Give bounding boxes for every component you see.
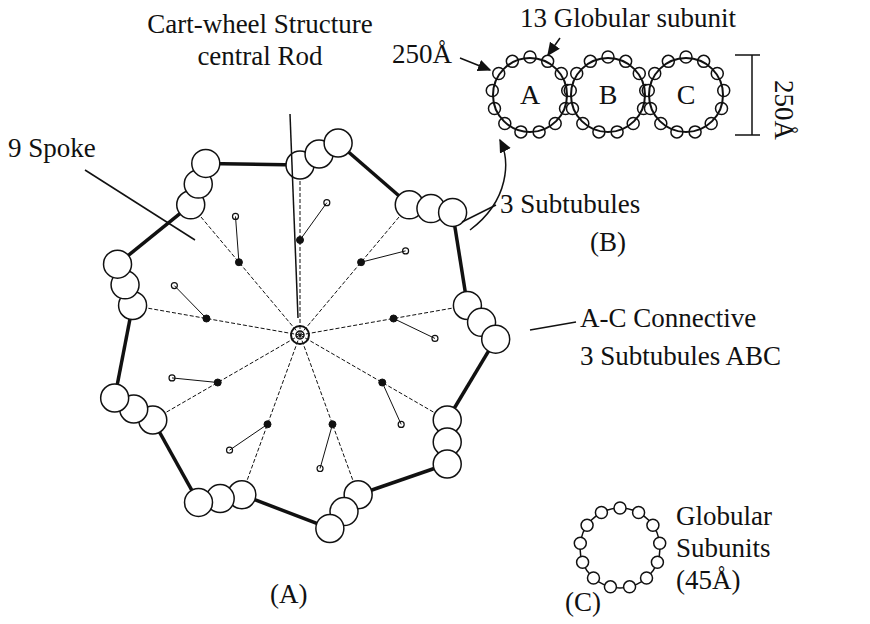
subtubule-letter: B xyxy=(599,80,618,110)
globular-subunit xyxy=(698,55,710,67)
subtubule xyxy=(482,325,510,353)
part-label: 13 Globular subunit xyxy=(520,2,736,34)
globular-subunit xyxy=(711,67,723,79)
part-label: A-C Connective xyxy=(580,302,756,334)
globular-subunit xyxy=(627,117,639,129)
part-label: 9 Spoke xyxy=(8,132,96,164)
spoke xyxy=(172,378,218,383)
spoke xyxy=(133,305,300,335)
spoke xyxy=(300,305,467,335)
spoke xyxy=(191,205,300,335)
spoke xyxy=(230,424,268,450)
globular-subunit xyxy=(641,572,653,584)
figure-label: (B) xyxy=(590,226,626,258)
subtubule xyxy=(433,450,461,478)
subtubule xyxy=(192,149,220,177)
globular-subunit xyxy=(620,55,632,67)
figure-label: (C) xyxy=(565,586,601,618)
subtubule-circle: C xyxy=(648,57,724,133)
globular-subunit xyxy=(574,537,586,549)
globular-subunit xyxy=(633,67,645,79)
globular-subunit xyxy=(555,67,567,79)
figure-label: (A) xyxy=(270,578,307,610)
spoke xyxy=(300,335,447,420)
globular-subunit xyxy=(581,519,593,531)
globular-subunit xyxy=(649,67,661,79)
globular-subunit xyxy=(604,581,616,593)
spoke xyxy=(394,319,435,339)
spoke xyxy=(320,424,332,468)
globular-subunit xyxy=(566,102,578,114)
globular-subunit xyxy=(716,102,728,114)
spoke xyxy=(235,216,238,262)
subtubule-circle: A xyxy=(492,57,568,133)
globular-subunit xyxy=(655,117,667,129)
title-label: Cart-wheel Structure central Rod xyxy=(140,8,380,72)
spoke xyxy=(174,286,206,319)
globular-subunit xyxy=(633,507,645,519)
globular-subunit xyxy=(577,556,589,568)
subtubule-letter: C xyxy=(677,80,696,110)
subtubule-circle: B xyxy=(570,57,646,133)
subtubule xyxy=(104,250,132,278)
globular-subunit xyxy=(499,117,511,129)
globular-subunit xyxy=(654,537,666,549)
subtubule-letter: A xyxy=(520,80,540,110)
globular-subunit xyxy=(571,67,583,79)
subtubule xyxy=(101,384,129,412)
dimension: 250Å xyxy=(392,38,452,70)
globular-subunit xyxy=(651,556,663,568)
globular-subunit xyxy=(614,502,626,514)
spoke xyxy=(300,203,327,240)
globular-subunit xyxy=(549,117,561,129)
globular-subunit xyxy=(595,507,607,519)
spoke xyxy=(382,383,401,425)
globular-subunit xyxy=(662,55,674,67)
subtubule xyxy=(324,129,352,157)
spoke xyxy=(153,335,300,420)
globular-subunit xyxy=(705,117,717,129)
globular-subunit xyxy=(644,102,656,114)
subtubule xyxy=(185,488,213,516)
globular-subunit xyxy=(647,519,659,531)
globular-subunit xyxy=(493,67,505,79)
globular-subunit xyxy=(584,55,596,67)
globular-subunit xyxy=(624,581,636,593)
globular-subunit xyxy=(577,117,589,129)
spoke xyxy=(361,251,406,262)
globular-subunit xyxy=(587,572,599,584)
globular-subunit xyxy=(506,55,518,67)
part-label: 3 Subtubules xyxy=(500,188,640,220)
spoke xyxy=(300,165,301,335)
globular-subunit xyxy=(488,102,500,114)
part-label: Globular Subunits (45Å) xyxy=(676,500,816,596)
subtubule xyxy=(316,514,344,542)
spoke xyxy=(300,205,409,335)
spoke xyxy=(242,335,300,495)
globular-subunit xyxy=(542,55,554,67)
dimension: 250Å xyxy=(768,80,800,140)
spoke xyxy=(300,335,358,495)
part-label: 3 Subtubules ABC xyxy=(580,340,781,372)
